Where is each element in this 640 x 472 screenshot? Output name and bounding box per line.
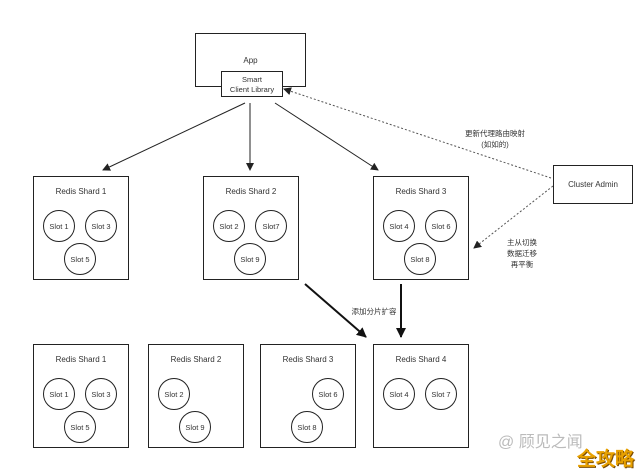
library-line-1: Smart	[241, 75, 262, 84]
failover-line-3: 再平衡	[510, 260, 534, 269]
smart-client-library-box: Smart Client Library	[221, 71, 283, 97]
top-shard-3: Redis Shard 3 Slot 4 Slot 6 Slot 8	[373, 176, 469, 280]
arrow-app-to-shard-3	[274, 102, 379, 171]
slot-circle: Slot 2	[158, 378, 190, 410]
slot-circle: Slot 5	[64, 243, 96, 275]
slot-circle: Slot 9	[179, 411, 211, 443]
slot-circle: Slot 9	[234, 243, 266, 275]
slot-circle: Slot 3	[85, 210, 117, 242]
cluster-admin-label: Cluster Admin	[568, 180, 618, 189]
slot-circle: Slot 1	[43, 378, 75, 410]
slot-circle: Slot 3	[85, 378, 117, 410]
app-box: App	[195, 33, 306, 87]
slot-circle: Slot7	[255, 210, 287, 242]
slot-circle: Slot 6	[425, 210, 457, 242]
slot-circle: Slot 8	[404, 243, 436, 275]
bottom-shard-4-title: Redis Shard 4	[395, 355, 447, 364]
dotted-admin-to-shard-3	[473, 185, 554, 249]
top-shard-2: Redis Shard 2 Slot 2 Slot7 Slot 9	[203, 176, 299, 280]
slot-circle: Slot 1	[43, 210, 75, 242]
add-shard-note: 添加分片扩容	[351, 307, 397, 316]
dotted-admin-to-app	[283, 87, 552, 179]
bottom-shard-4: Redis Shard 4 Slot 4 Slot 7	[373, 344, 469, 448]
top-shard-1-title: Redis Shard 1	[55, 187, 107, 196]
top-shard-2-title: Redis Shard 2	[225, 187, 277, 196]
update-routing-line-1: 更新代理路由映射	[465, 129, 525, 138]
cluster-admin-box: Cluster Admin	[553, 165, 633, 204]
failover-line-1: 主从切换	[507, 238, 537, 247]
bottom-shard-1-title: Redis Shard 1	[55, 355, 107, 364]
top-shard-1: Redis Shard 1 Slot 1 Slot 3 Slot 5	[33, 176, 129, 280]
top-shard-3-title: Redis Shard 3	[395, 187, 447, 196]
bottom-shard-3: Redis Shard 3 Slot 6 Slot 8	[260, 344, 356, 448]
slot-circle: Slot 7	[425, 378, 457, 410]
watermark-text: @ 顾见之闻	[498, 434, 583, 451]
slot-circle: Slot 8	[291, 411, 323, 443]
arrow-app-to-shard-1	[102, 102, 246, 171]
update-routing-line-2: (如如的)	[481, 140, 509, 149]
failover-line-2: 数据迁移	[507, 249, 537, 258]
failover-note: 主从切换 数据迁移 再平衡	[498, 237, 546, 270]
slot-circle: Slot 4	[383, 378, 415, 410]
app-title: App	[243, 56, 258, 65]
slot-circle: Slot 2	[213, 210, 245, 242]
arrow-shard-2-to-shard-4	[304, 283, 367, 338]
bottom-shard-2: Redis Shard 2 Slot 2 Slot 9	[148, 344, 244, 448]
bottom-shard-2-title: Redis Shard 2	[170, 355, 222, 364]
library-line-2: Client Library	[229, 85, 275, 94]
bottom-shard-1: Redis Shard 1 Slot 1 Slot 3 Slot 5	[33, 344, 129, 448]
slot-circle: Slot 5	[64, 411, 96, 443]
smart-client-library-label: Smart Client Library	[222, 75, 282, 95]
brand-logo-text: 全攻略	[577, 449, 635, 470]
update-routing-note: 更新代理路由映射 (如如的)	[455, 128, 535, 150]
slot-circle: Slot 4	[383, 210, 415, 242]
bottom-shard-3-title: Redis Shard 3	[282, 355, 334, 364]
slot-circle: Slot 6	[312, 378, 344, 410]
